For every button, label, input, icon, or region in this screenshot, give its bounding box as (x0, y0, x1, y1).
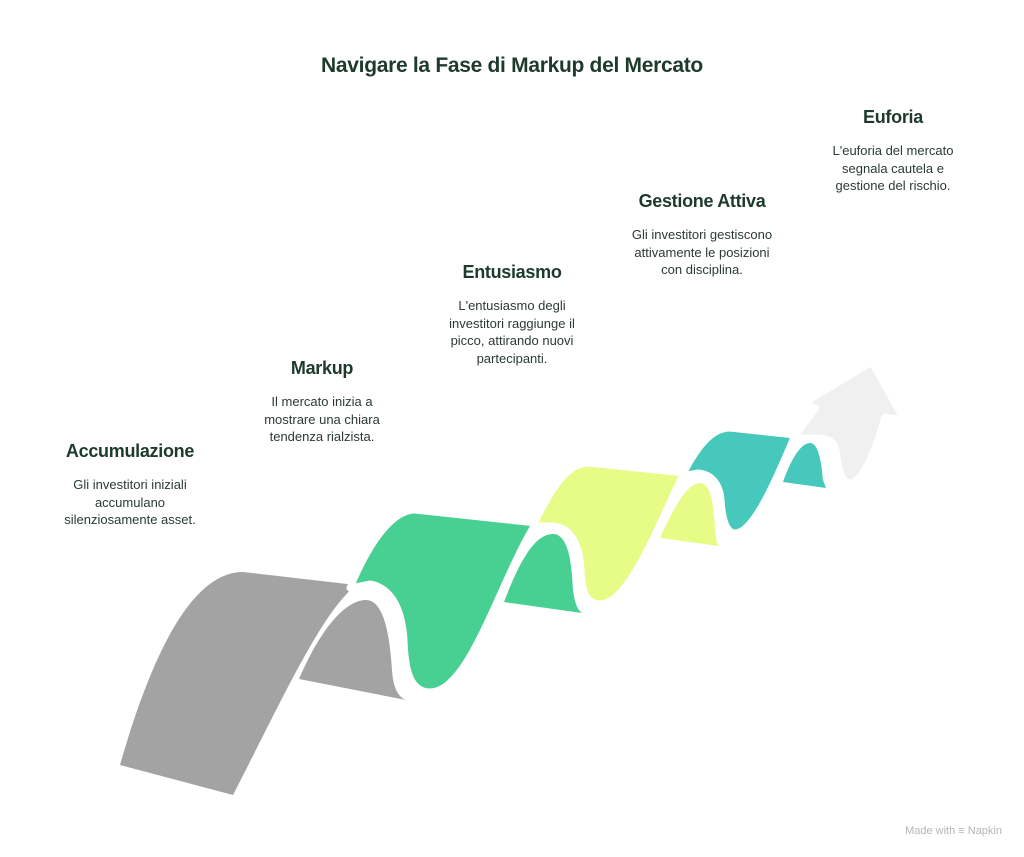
markup-ribbon-back (504, 534, 582, 613)
made-with-napkin-badge[interactable]: Made with ≡ Napkin (905, 825, 1002, 837)
accumulazione-ribbon-front (120, 572, 356, 795)
gestione-attiva-ribbon-back (783, 443, 826, 488)
step-gestione-attiva: Gestione Attiva Gli investitori gestisco… (602, 191, 802, 279)
entusiasmo-ribbon-front (529, 459, 688, 608)
step-label: Gestione Attiva (638, 191, 766, 211)
step-label: Euforia (863, 107, 923, 127)
step-label: Entusiasmo (462, 262, 562, 282)
napkin-logo-icon: ≡ (958, 825, 965, 837)
step-label: Markup (290, 358, 354, 378)
diagram-title: Navigare la Fase di Markup del Mercato (321, 54, 703, 77)
step-label: Accumulazione (65, 441, 195, 461)
euforia-arrow-icon (789, 358, 908, 487)
accumulazione-ribbon-back (299, 600, 406, 700)
gestione-attiva-ribbon-front (678, 424, 799, 537)
markup-ribbon-front (346, 506, 540, 696)
entusiasmo-ribbon-back (660, 483, 719, 546)
